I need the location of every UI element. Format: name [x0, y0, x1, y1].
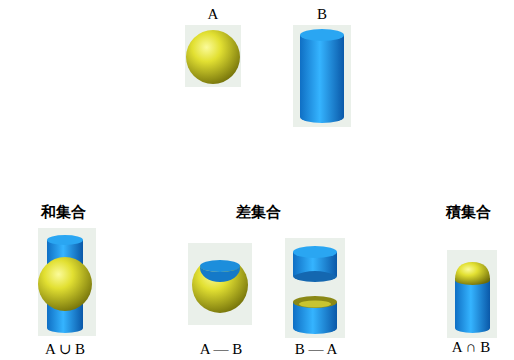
operation-title: 積集合	[446, 204, 491, 221]
operation-formula: A ∪ B	[45, 341, 85, 358]
operation-title: 差集合	[236, 204, 281, 221]
operation-formula: B — A	[295, 341, 338, 358]
operation-formula: A ∩ B	[452, 339, 490, 356]
solid-name: B	[317, 6, 327, 23]
operation-title: 和集合	[41, 204, 86, 221]
operation-formula: A — B	[200, 341, 243, 358]
solid-name: A	[208, 6, 219, 23]
